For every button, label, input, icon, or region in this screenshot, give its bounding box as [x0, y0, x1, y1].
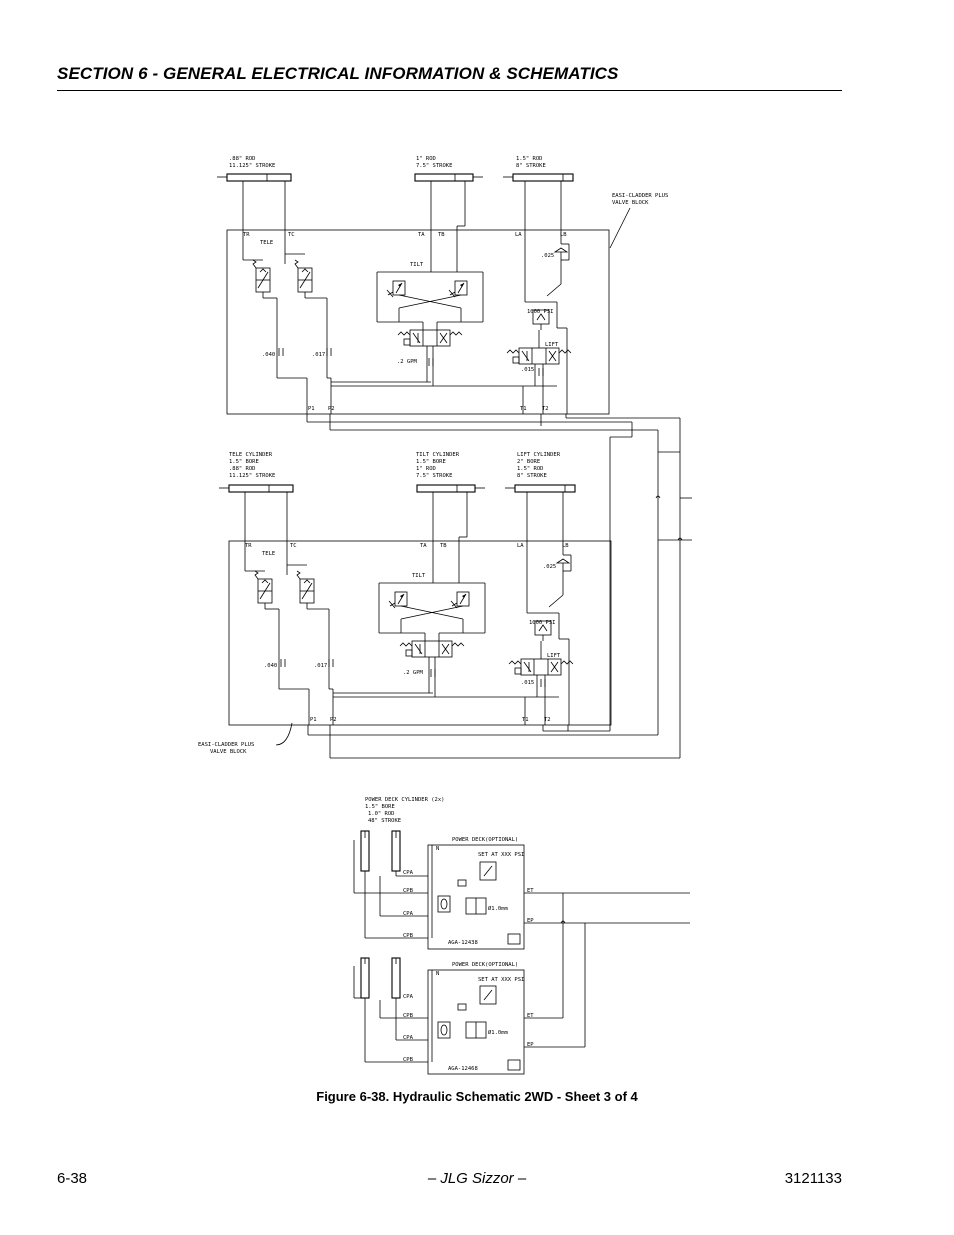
mid-lift-cyl-label-2: 2" BORE — [517, 459, 540, 465]
mid-tilt-cyl-label-4: 7.5" STROKE — [416, 473, 452, 479]
top-relief-label: 1000 PSI — [527, 309, 554, 315]
top-block-label-2: VALVE BLOCK — [612, 200, 649, 206]
document-number: 3121133 — [784, 1170, 842, 1187]
top-port-p2: P2 — [328, 406, 335, 412]
pd2-title: POWER DECK(OPTIONAL) — [452, 962, 518, 968]
pd2-port-cpa-2: CPA — [403, 1035, 414, 1041]
pd2-port-n: N — [436, 971, 439, 977]
pd1-orifice: Ø1.0mm — [488, 905, 509, 912]
top-gpm-label: .2 GPM — [397, 359, 418, 365]
pd1-title: POWER DECK(OPTIONAL) — [452, 837, 518, 843]
top-tilt-cyl-label-2: 7.5" STROKE — [416, 163, 452, 169]
mid-port-la: LA — [517, 543, 524, 549]
top-port-tb: TB — [438, 232, 445, 238]
product-name: – JLG Sizzor – — [427, 1170, 527, 1187]
top-port-t1: T1 — [520, 406, 527, 412]
mid-valve-block — [219, 485, 611, 725]
pd2-port-ep: EP — [527, 1042, 534, 1048]
mid-tele-cyl-label-4: 11.125" STROKE — [229, 473, 275, 479]
power-deck-cyl-label-4: 48" STROKE — [368, 818, 401, 824]
section-title: SECTION 6 - GENERAL ELECTRICAL INFORMATI… — [57, 64, 619, 83]
mid-lift-cyl-label-1: LIFT CYLINDER — [517, 452, 561, 458]
mid-tele-cyl-label-3: .88" ROD — [229, 466, 256, 472]
mid-gpm-label: .2 GPM — [403, 670, 424, 676]
top-port-p1: P1 — [308, 406, 315, 412]
top-port-ta: TA — [418, 232, 425, 238]
mid-port-tr: TR — [245, 543, 252, 549]
top-orifice-017: .017 — [312, 352, 325, 358]
power-deck-section: POWER DECK CYLINDER (2x) 1.5" BORE 1.0" … — [353, 797, 690, 1075]
top-tele-cyl-label-2: 11.125" STROKE — [229, 163, 275, 169]
mid-block-label-2: VALVE BLOCK — [210, 749, 247, 755]
pd1-port-cpb-1: CPB — [403, 888, 414, 894]
mid-tele-label: TELE — [262, 551, 275, 557]
pd1-port-ep: EP — [527, 918, 534, 924]
figure-caption: Figure 6-38. Hydraulic Schematic 2WD - S… — [316, 1089, 638, 1104]
mid-orifice-040: .040 — [264, 663, 277, 669]
pd1-set-label: SET AT XXX PSI — [478, 852, 524, 858]
mid-port-tc: TC — [290, 543, 297, 549]
power-deck-cyl-label-3: 1.0" ROD — [368, 811, 395, 817]
top-tilt-label: TILT — [410, 262, 424, 268]
top-orifice-040: .040 — [262, 352, 275, 358]
pd2-port-cpa-1: CPA — [403, 994, 414, 1000]
pd1-port-cpa-2: CPA — [403, 911, 414, 917]
interconnect-lines — [306, 414, 692, 759]
page-number: 6-38 — [57, 1170, 88, 1187]
pd2-set-label: SET AT XXX PSI — [478, 977, 524, 983]
mid-orifice-025: .025 — [543, 564, 556, 570]
mid-tele-cyl-label-1: TELE CYLINDER — [229, 452, 273, 458]
mid-tilt-label: TILT — [412, 573, 426, 579]
top-tele-label: TELE — [260, 240, 273, 246]
mid-port-t1: T1 — [522, 717, 529, 723]
top-tele-cyl-label-1: .88" ROD — [229, 156, 256, 162]
header-rule — [57, 90, 842, 91]
pd1-port-cpb-2: CPB — [403, 933, 414, 939]
pd1-port-et: ET — [527, 888, 534, 894]
power-deck-cyl-label-2: 1.5" BORE — [365, 804, 395, 810]
top-port-tr: TR — [243, 232, 250, 238]
top-block-label-1: EASI-CLADDER PLUS — [612, 193, 668, 199]
mid-port-p1: P1 — [310, 717, 317, 723]
pd2-port-cpb-2: CPB — [403, 1057, 414, 1063]
pd2-port-cpb-1: CPB — [403, 1013, 414, 1019]
pd2-orifice: Ø1.0mm — [488, 1029, 509, 1036]
top-port-lb: LB — [560, 232, 567, 238]
top-lift-cyl-label-2: 8" STROKE — [516, 163, 546, 169]
top-port-t2: T2 — [542, 406, 549, 412]
mid-block-label-1: EASI-CLADDER PLUS — [198, 742, 254, 748]
mid-port-p2: P2 — [330, 717, 337, 723]
pd1-part: AGA-12438 — [448, 940, 478, 946]
mid-tilt-cyl-label-2: 1.5" BORE — [416, 459, 446, 465]
mid-orifice-017: .017 — [314, 663, 327, 669]
top-valve-block — [217, 174, 609, 414]
mid-lift-cyl-label-4: 8" STROKE — [517, 473, 547, 479]
power-deck-cyl-label-1: POWER DECK CYLINDER (2x) — [365, 797, 444, 803]
mid-port-ta: TA — [420, 543, 427, 549]
top-lift-label: LIFT — [545, 342, 559, 348]
pd1-port-cpa-1: CPA — [403, 870, 414, 876]
mid-lift-label: LIFT — [547, 653, 561, 659]
mid-port-t2: T2 — [544, 717, 551, 723]
mid-port-lb: LB — [562, 543, 569, 549]
top-orifice-015: .015 — [521, 367, 534, 373]
top-orifice-025: .025 — [541, 253, 554, 259]
pd2-port-et: ET — [527, 1013, 534, 1019]
mid-relief-label: 1000 PSI — [529, 620, 556, 626]
pd1-port-n: N — [436, 846, 439, 852]
mid-port-tb: TB — [440, 543, 447, 549]
mid-tilt-cyl-label-1: TILT CYLINDER — [416, 452, 460, 458]
mid-tilt-cyl-label-3: 1" ROD — [416, 466, 436, 472]
top-tilt-cyl-label-1: 1" ROD — [416, 156, 436, 162]
mid-orifice-015: .015 — [521, 680, 534, 686]
mid-lift-cyl-label-3: 1.5" ROD — [517, 466, 544, 472]
top-lift-cyl-label-1: 1.5" ROD — [516, 156, 543, 162]
pd2-part: AGA-12468 — [448, 1066, 478, 1072]
mid-tele-cyl-label-2: 1.5" BORE — [229, 459, 259, 465]
top-port-la: LA — [515, 232, 522, 238]
top-port-tc: TC — [288, 232, 295, 238]
